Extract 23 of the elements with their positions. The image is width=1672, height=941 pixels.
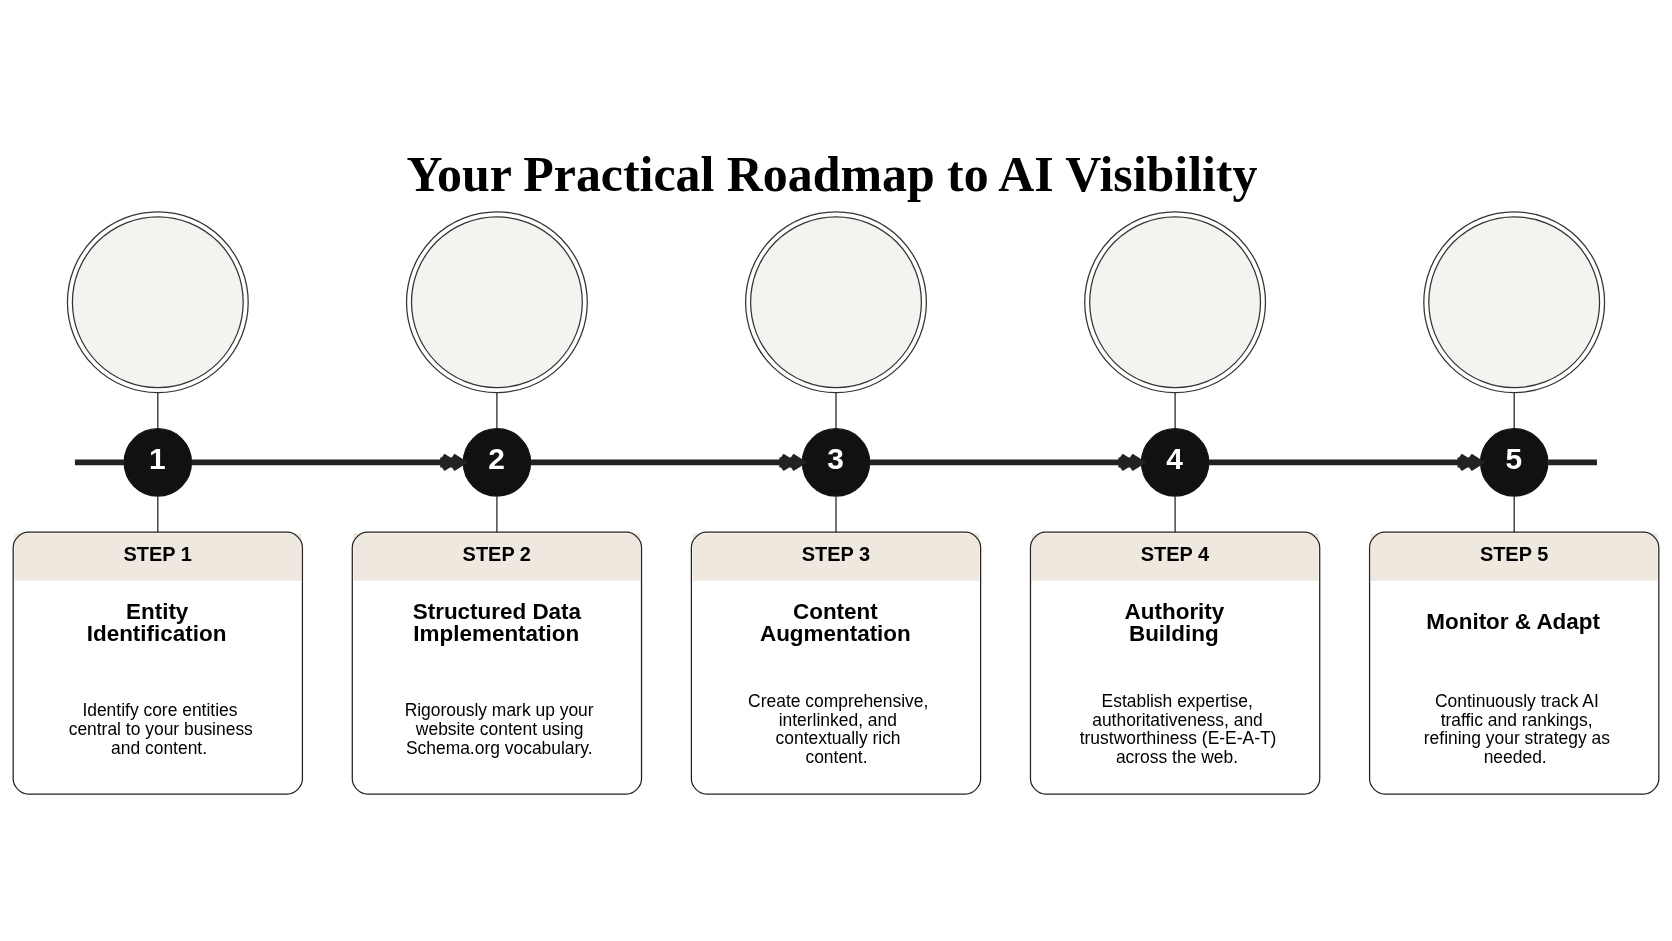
connector — [74, 459, 125, 466]
connector — [496, 392, 498, 430]
node-picture — [405, 211, 588, 394]
connector — [157, 392, 159, 430]
connector — [1174, 495, 1176, 533]
node-circle: 4 — [1140, 428, 1210, 497]
connector — [1513, 495, 1515, 533]
node-circle: 2 — [462, 428, 532, 497]
connector — [1548, 459, 1597, 466]
node-picture — [1423, 211, 1606, 394]
node-circle: 1 — [123, 428, 193, 497]
connector — [835, 495, 837, 533]
node-picture — [66, 211, 249, 394]
node-picture — [745, 211, 927, 394]
node-circle: 5 — [1479, 428, 1549, 497]
node-picture — [1084, 211, 1267, 394]
connector — [157, 495, 159, 533]
connector — [1513, 392, 1515, 430]
diagram-title: Your Practical Roadmap to AI Visibility — [406, 146, 1258, 202]
connector — [835, 392, 837, 430]
connector — [496, 495, 498, 533]
connector — [1174, 392, 1176, 430]
node-circle: 3 — [801, 428, 871, 497]
